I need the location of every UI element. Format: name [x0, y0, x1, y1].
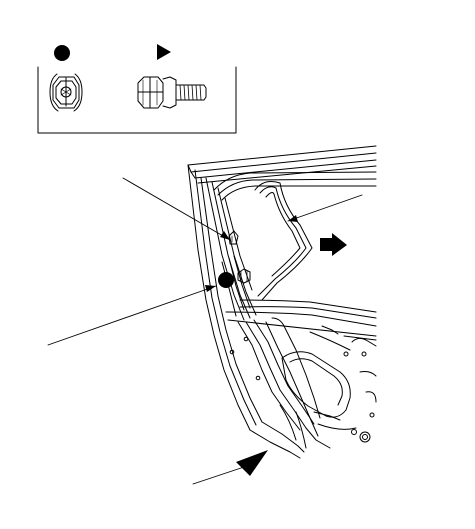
flange-bolt-icon [137, 76, 207, 109]
lower-pointer [192, 466, 245, 485]
legend-box [37, 44, 237, 134]
legend-triangle-symbol [157, 44, 171, 60]
callout-leaders [47, 177, 363, 485]
legend-circle-symbol [54, 45, 70, 61]
installed-nut-icon [218, 272, 234, 288]
lower-pointer-triangle-icon [236, 450, 268, 476]
service-opening [281, 351, 351, 418]
window-frame-pointer [287, 194, 363, 222]
flange-nut-icon [49, 73, 83, 112]
forward-arrow-icon [320, 233, 347, 256]
door-panel [187, 145, 377, 459]
middle-pointer [47, 285, 217, 346]
upper-pointer [122, 177, 231, 241]
installed-bolt-icon [237, 268, 251, 284]
window-seal [254, 181, 313, 301]
